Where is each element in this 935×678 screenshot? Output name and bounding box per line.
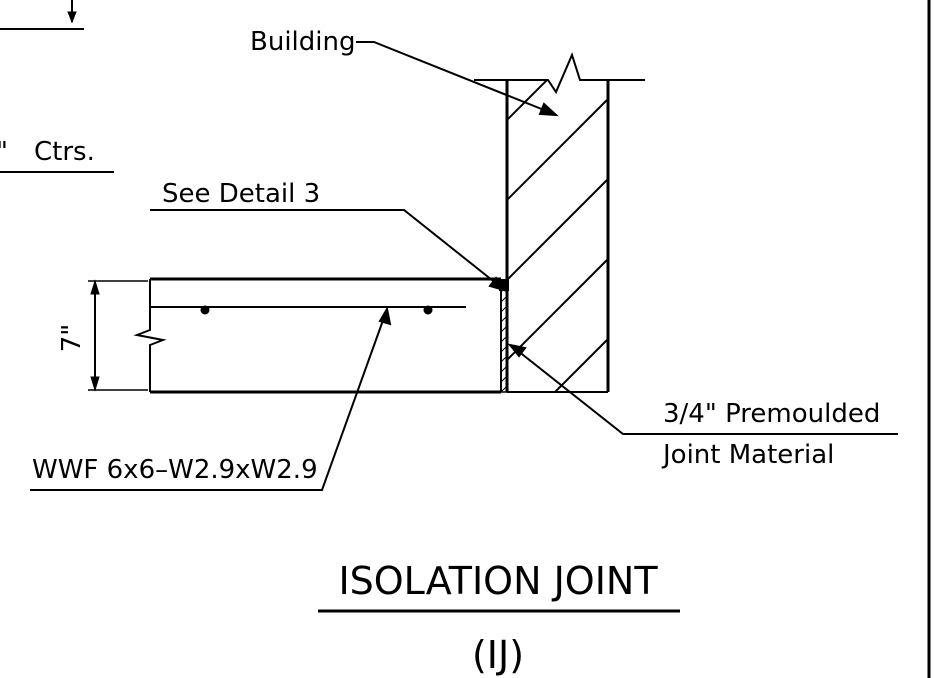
see-detail-leader [150, 209, 507, 292]
ctrs-label-group: " Ctrs. [0, 137, 114, 173]
slab-thickness-label: 7" [57, 324, 87, 353]
slab-thickness-dimension [88, 279, 148, 392]
premoulded-label-line1: 3/4" Premoulded [663, 399, 880, 429]
wwf-label: WWF 6x6–W2.9xW2.9 [32, 455, 318, 485]
see-detail-label: See Detail 3 [162, 179, 320, 209]
ctrs-prefix: " [0, 137, 8, 167]
adjacent-detail-leader [0, 0, 84, 30]
building-leader [356, 41, 559, 117]
detail-title: ISOLATION JOINT [338, 559, 658, 603]
building-wall [474, 52, 645, 393]
premoulded-label-line2: Joint Material [661, 440, 834, 470]
premoulded-leader [507, 343, 898, 435]
wire-mesh [150, 305, 466, 315]
concrete-slab [133, 277, 502, 394]
building-label: Building [250, 27, 355, 57]
detail-subtitle: (IJ) [472, 633, 524, 677]
ctrs-label: Ctrs. [34, 137, 95, 167]
wwf-leader [30, 306, 392, 491]
